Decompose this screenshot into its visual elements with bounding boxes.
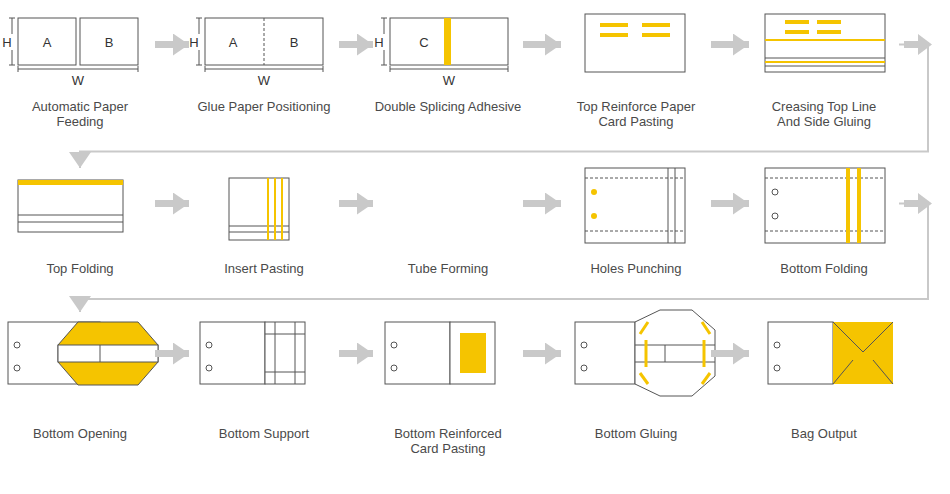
flow-arrow [523, 41, 561, 48]
process-step: Bottom Support [189, 312, 339, 462]
step-caption: Bottom Folding [744, 262, 904, 277]
step-caption: Insert Pasting [184, 262, 344, 277]
process-step: Holes Punching [561, 168, 711, 286]
step-caption: Top Folding [0, 262, 160, 277]
flow-arrow [523, 350, 561, 357]
step-caption: Top Reinforce Paper Card Pasting [571, 100, 701, 130]
flow-arrow [339, 41, 373, 48]
dimension-label: B [105, 36, 114, 49]
process-step: Top Reinforce Paper Card Pasting [561, 10, 711, 135]
step-caption: Bottom Opening [0, 427, 160, 442]
process-step: Creasing Top Line And Side Gluing [749, 10, 899, 135]
process-step: Bottom Folding [749, 168, 899, 286]
dimension-label: A [229, 36, 238, 49]
flow-arrow [711, 41, 749, 48]
dimension-label: W [443, 74, 455, 87]
flow-arrow [711, 200, 749, 207]
dimension-label: A [43, 36, 52, 49]
process-step: Glue Paper Positioning [189, 10, 339, 135]
dimension-label: H [2, 36, 11, 49]
step-caption: Bottom Gluing [556, 427, 716, 442]
flow-arrow [339, 200, 373, 207]
flow-arrow [339, 350, 373, 357]
step-caption: Holes Punching [556, 262, 716, 277]
process-step: Automatic Paper Feeding [5, 10, 155, 135]
dimension-label: B [290, 36, 299, 49]
process-step: Top Folding [5, 168, 155, 286]
step-caption: Glue Paper Positioning [179, 100, 349, 115]
dimension-label: H [189, 36, 198, 49]
dimension-label: H [374, 36, 383, 49]
step-caption: Bag Output [744, 427, 904, 442]
process-step: Bottom Opening [5, 312, 155, 462]
process-step: Bottom Gluing [561, 312, 711, 462]
flow-arrow [155, 350, 189, 357]
step-caption: Automatic Paper Feeding [23, 100, 138, 130]
dimension-label: C [419, 36, 428, 49]
process-step: Tube Forming [373, 168, 523, 286]
flow-arrow [155, 41, 189, 48]
dimension-label: W [72, 74, 84, 87]
step-caption: Creasing Top Line And Side Gluing [762, 100, 887, 130]
dimension-label: W [258, 74, 270, 87]
step-caption: Bottom Support [184, 427, 344, 442]
process-step: Bag Output [749, 312, 899, 462]
flow-arrow [523, 200, 561, 207]
process-step: Double Splicing Adhesive [373, 10, 523, 135]
process-step: Insert Pasting [189, 168, 339, 286]
flow-arrow [80, 45, 928, 169]
flow-arrow [155, 200, 189, 207]
step-caption: Double Splicing Adhesive [361, 100, 536, 115]
flow-arrow [711, 350, 749, 357]
flow-arrow [80, 204, 928, 313]
process-step: Bottom Reinforced Card Pasting [373, 312, 523, 462]
step-caption: Tube Forming [368, 262, 528, 277]
step-caption: Bottom Reinforced Card Pasting [381, 427, 516, 457]
